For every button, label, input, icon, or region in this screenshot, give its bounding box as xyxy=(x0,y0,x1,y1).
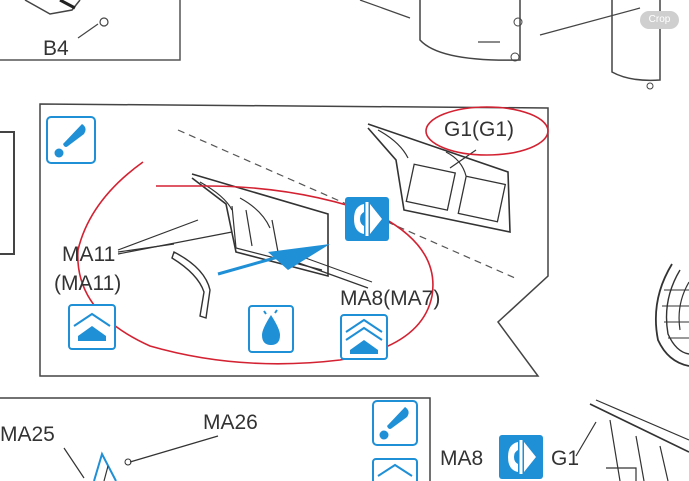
part-label-b4: B4 xyxy=(43,37,69,60)
part-label-ma26: MA26 xyxy=(203,411,258,434)
face-up-icon xyxy=(372,458,418,481)
part-label-ma8: MA8 xyxy=(440,447,484,470)
symmetric-assembly-icon xyxy=(499,435,543,479)
part-label-ma25: MA25 xyxy=(0,423,55,446)
face-up-icon xyxy=(68,304,116,350)
glue-icon xyxy=(372,400,418,446)
part-label-ma11: MA11 xyxy=(62,243,116,266)
part-label-g1: G1 xyxy=(551,447,580,470)
double-face-up-icon xyxy=(340,314,388,360)
glue-icon xyxy=(46,116,96,164)
part-label-ma11-paren: (MA11) xyxy=(54,272,122,295)
crop-button[interactable]: Crop xyxy=(640,11,679,29)
part-label-ma8-ma7: MA8(MA7) xyxy=(340,287,441,310)
symmetric-assembly-icon xyxy=(345,197,389,241)
part-label-g1-g1: G1(G1) xyxy=(444,118,515,141)
paint-drop-icon xyxy=(248,305,294,353)
